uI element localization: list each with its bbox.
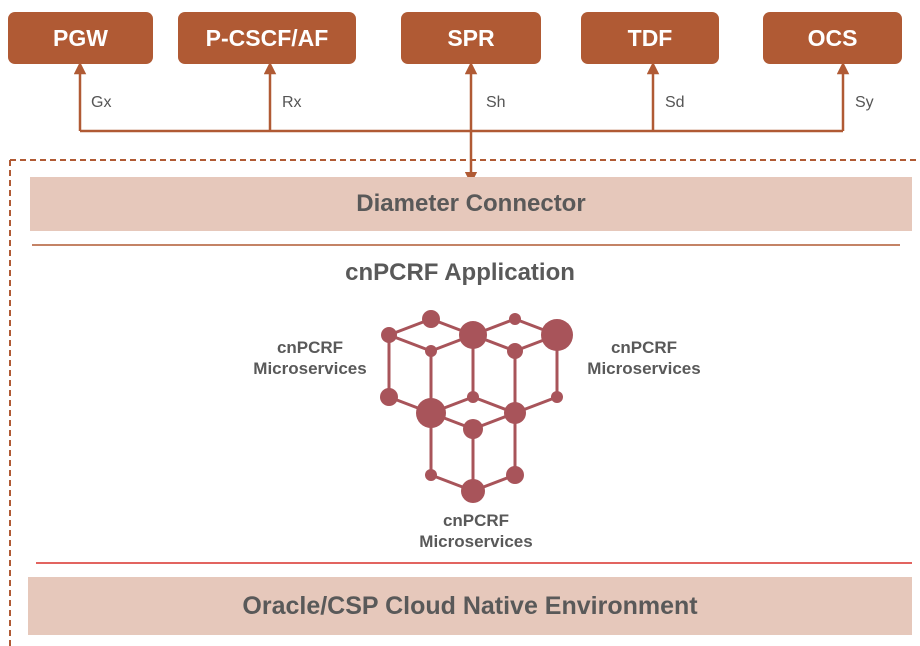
diameter-connector-band: Diameter Connector	[30, 177, 912, 231]
node-pcscf-af: P-CSCF/AF	[178, 12, 356, 64]
microservices-label-bottom-line2: Microservices	[419, 532, 533, 551]
node-tdf: TDF	[581, 12, 719, 64]
microservices-label-left-line1: cnPCRF	[276, 338, 344, 357]
interface-label-sd: Sd	[665, 94, 685, 111]
interface-label-sh: Sh	[486, 94, 506, 111]
node-ocs: OCS	[763, 12, 902, 64]
microservices-label-right-line2: Microservices	[587, 359, 701, 378]
cloud-environment-label: Oracle/CSP Cloud Native Environment	[242, 591, 698, 620]
cloud-environment-band: Oracle/CSP Cloud Native Environment	[28, 577, 912, 635]
node-pgw: PGW	[8, 12, 153, 64]
node-spr: SPR	[401, 12, 541, 64]
interface-label-sy: Sy	[855, 94, 874, 111]
interface-label-gx: Gx	[91, 94, 112, 111]
microservices-label-right: cnPCRF Microservices	[570, 337, 718, 379]
microservices-label-right-line1: cnPCRF	[610, 338, 678, 357]
diameter-connector-label: Diameter Connector	[356, 190, 586, 217]
microservices-label-left-line2: Microservices	[253, 359, 367, 378]
interface-label-rx: Rx	[282, 94, 302, 111]
microservices-label-bottom-line1: cnPCRF	[442, 511, 510, 530]
application-title: cnPCRF Application	[345, 259, 575, 286]
microservices-label-bottom: cnPCRF Microservices	[402, 510, 550, 552]
microservices-label-left: cnPCRF Microservices	[236, 337, 384, 379]
